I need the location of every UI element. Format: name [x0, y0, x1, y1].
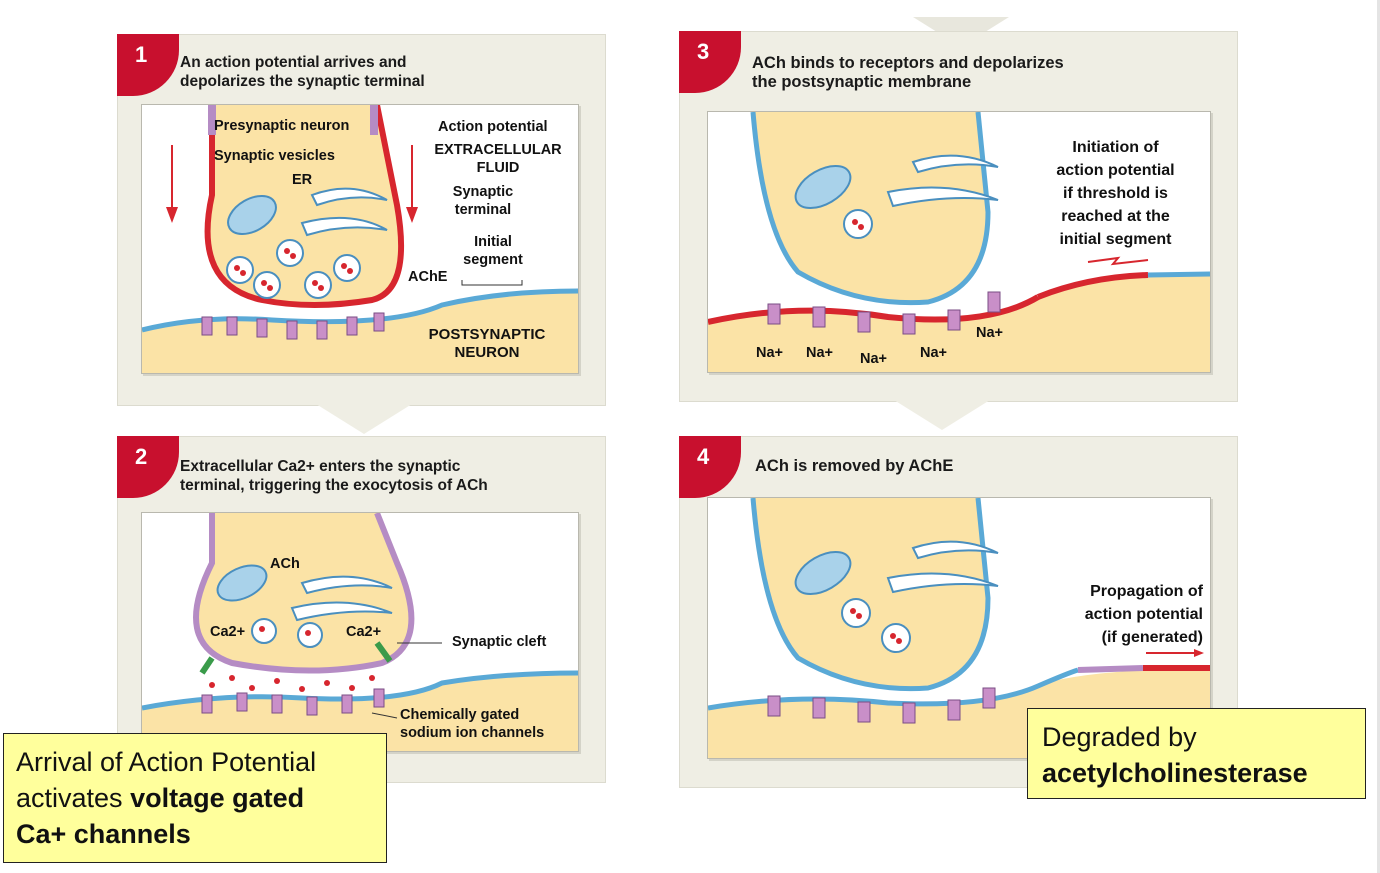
note-degraded-by-ache: Degraded by acetylcholinesterase	[1027, 708, 1366, 799]
label-na-ion: Na+	[860, 351, 888, 367]
synaptic-vesicles	[226, 239, 361, 299]
resting-membrane	[1147, 271, 1210, 278]
label-na-ion: Na+	[920, 345, 948, 361]
label-presynaptic-neuron: Presynaptic neuron	[214, 118, 350, 134]
open-na-channels	[767, 291, 1001, 335]
initiation-arrow	[1087, 256, 1149, 266]
label-synaptic-vesicles: Synaptic vesicles	[214, 148, 335, 164]
closed-receptors	[767, 687, 996, 724]
er-tube	[886, 572, 999, 594]
mitochondrion	[794, 164, 852, 210]
presynaptic-membrane	[750, 498, 991, 692]
note-right-line2: acetylcholinesterase	[1042, 758, 1308, 788]
label-calcium-left: Ca2+	[210, 624, 246, 640]
receptor-binding-illustration	[708, 112, 1210, 372]
er-tube	[886, 186, 999, 208]
er-tube	[290, 601, 393, 622]
step-1-diagram: Presynaptic neuron Synaptic vesicles ER …	[141, 104, 579, 374]
vesicle	[881, 623, 911, 653]
presynaptic-cytoplasm	[207, 105, 402, 305]
flow-arrow-3-to-4	[894, 400, 990, 430]
calcium-entry-arrow	[374, 641, 393, 663]
synapse-exocytosis-illustration	[142, 513, 578, 751]
step-1-heading-line2: depolarizes the synaptic terminal	[180, 73, 425, 90]
note-left-line2: activates voltage gated	[16, 783, 305, 813]
note-voltage-gated-calcium: Arrival of Action Potential activates vo…	[3, 733, 387, 863]
mitochondrion	[794, 550, 852, 596]
scrollbar-edge	[1377, 0, 1380, 873]
step-4-heading: ACh is removed by AChE	[755, 457, 953, 476]
step-2-heading-line2: terminal, triggering the exocytosis of A…	[180, 477, 488, 494]
initial-segment-depolarized	[1036, 272, 1149, 300]
initial-segment-bracket	[461, 280, 523, 286]
step-2-heading-line1: Extracellular Ca2+ enters the synaptic	[180, 458, 461, 475]
presynaptic-membrane	[193, 513, 415, 674]
ap-arrow-left-head	[166, 207, 178, 223]
label-ach: ACh	[270, 556, 300, 572]
mitochondrion	[216, 564, 268, 602]
synapse-resting-illustration	[142, 105, 578, 373]
ach-receptors	[201, 312, 385, 340]
mitochondrion	[227, 195, 277, 235]
vesicle	[841, 598, 871, 628]
repolarizing-segment	[1077, 665, 1144, 673]
sodium-channels	[201, 688, 385, 716]
presynaptic-axon-segment	[370, 105, 378, 135]
ap-arrow-right-head	[406, 207, 418, 223]
er-tube	[310, 187, 388, 207]
step-1-heading-line1: An action potential arrives and	[180, 54, 407, 71]
er-tube	[300, 216, 388, 237]
fusing-vesicles	[251, 618, 323, 648]
note-left-line3: Ca+ channels	[16, 819, 191, 849]
note-left-line1: Arrival of Action Potential	[16, 747, 317, 777]
step-2-heading: Extracellular Ca2+ enters the synaptic t…	[180, 457, 488, 495]
calcium-entry-arrow	[199, 656, 215, 675]
label-calcium-right: Ca2+	[346, 624, 382, 640]
label-er: ER	[292, 172, 313, 188]
note-right-line1: Degraded by	[1042, 722, 1197, 752]
presynaptic-membrane	[204, 105, 405, 308]
label-na-ion: Na+	[976, 325, 1004, 341]
step-3-heading: ACh binds to receptors and depolarizes t…	[752, 54, 1064, 92]
step-1-heading: An action potential arrives and depolari…	[180, 53, 425, 91]
label-na-ion: Na+	[806, 345, 834, 361]
er-tube	[911, 540, 999, 560]
postsynaptic-membrane	[708, 667, 1079, 711]
presynaptic-membrane	[750, 112, 991, 306]
step-2-diagram: ACh Ca2+ Ca2+ Synaptic cleft Chemically …	[141, 512, 579, 752]
depolarized-membrane	[708, 294, 1040, 325]
label-ache: AChE	[408, 269, 448, 285]
label-na-ion: Na+	[756, 345, 784, 361]
presynaptic-axon-segment	[208, 105, 216, 135]
er-tube	[911, 154, 999, 174]
propagation-arrow-head	[1194, 649, 1204, 657]
released-ach	[209, 675, 375, 692]
er-tube	[300, 575, 393, 595]
postsynaptic-cytoplasm	[142, 291, 578, 373]
vesicle	[843, 209, 873, 239]
label-synaptic-cleft: Synaptic cleft	[452, 634, 547, 650]
channels-leader	[371, 712, 398, 719]
label-action-potential: Action potential	[438, 119, 548, 135]
flow-arrow-1-to-2	[316, 404, 412, 434]
step-4-heading-line1: ACh is removed by AChE	[755, 457, 954, 475]
step-3-heading-line2: the postsynaptic membrane	[752, 73, 972, 91]
step-3-heading-line1: ACh binds to receptors and depolarizes	[752, 54, 1064, 72]
